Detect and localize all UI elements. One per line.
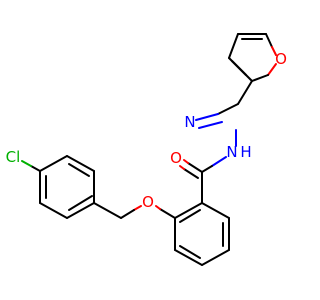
bond <box>187 162 203 173</box>
bond <box>39 155 68 172</box>
bond <box>66 202 95 219</box>
bond <box>179 165 185 170</box>
benzamide-ring <box>174 171 230 266</box>
amide-hydrogen-label: H <box>240 143 251 161</box>
bond <box>30 165 41 172</box>
chlorine-label: Cl <box>6 148 21 166</box>
bond <box>271 46 277 56</box>
bond <box>174 249 203 266</box>
bond <box>251 74 269 82</box>
amide-nitrogen-label: N <box>226 143 237 161</box>
bond <box>183 168 199 179</box>
furan-oxygen-label: O <box>275 50 287 68</box>
bond <box>237 80 253 105</box>
bond <box>68 195 93 211</box>
bond <box>39 202 68 219</box>
bond <box>179 245 201 259</box>
bond <box>174 202 203 219</box>
bond <box>231 60 247 76</box>
bond <box>195 113 219 121</box>
hydrazone-linker <box>179 80 253 179</box>
bond <box>267 63 277 76</box>
bond <box>159 208 176 219</box>
furan-ring <box>228 33 277 82</box>
molecule-structure-diagram: O N N H O O Cl <box>6 33 287 266</box>
imine-nitrogen-label: N <box>184 113 195 131</box>
bond <box>198 121 223 129</box>
bond <box>133 205 142 211</box>
bond <box>211 156 227 167</box>
bond <box>93 202 122 219</box>
bond <box>265 33 273 48</box>
bond <box>120 209 135 219</box>
bond <box>217 103 239 115</box>
bond <box>228 33 239 59</box>
bond <box>155 205 161 210</box>
carbonyl-oxygen-label: O <box>170 149 182 167</box>
bond <box>201 249 230 266</box>
bond <box>183 159 189 164</box>
bond <box>66 155 95 172</box>
bond <box>179 209 201 223</box>
bond <box>201 202 230 219</box>
bond <box>21 160 32 167</box>
bond <box>68 163 90 177</box>
benzyl-ether-linker <box>93 202 176 219</box>
chlorophenyl-ring <box>21 155 95 219</box>
ether-oxygen-label: O <box>142 193 154 211</box>
bond <box>201 165 213 173</box>
atom-labels: O N N H O O Cl <box>6 50 287 211</box>
